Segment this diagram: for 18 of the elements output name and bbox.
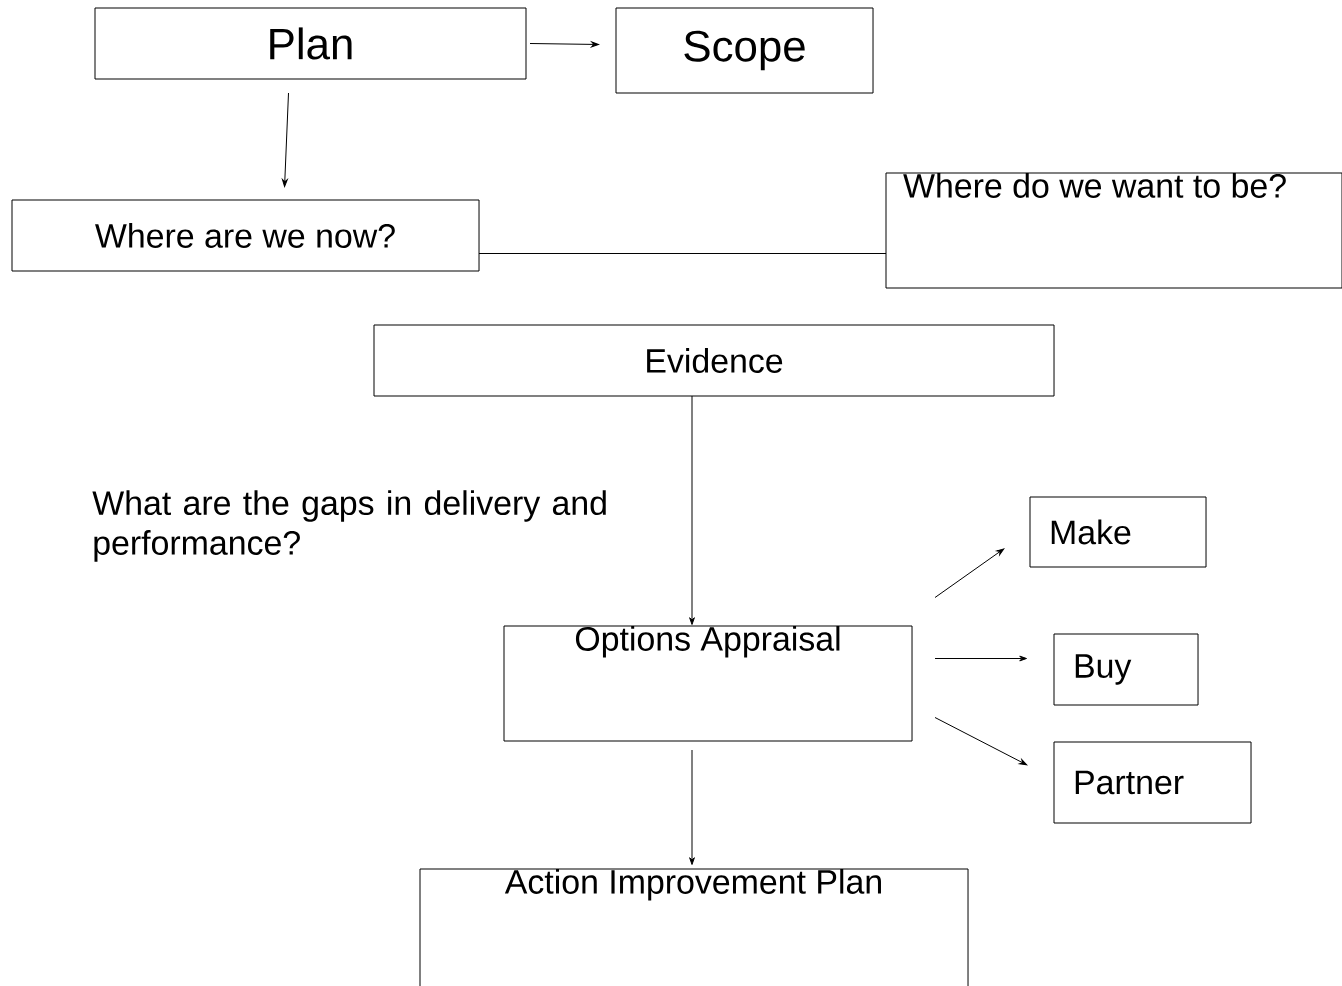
process-box: Buy [1053, 633, 1199, 706]
process-box: Action Improvement Plan [419, 868, 969, 986]
process-box: Options Appraisal [503, 625, 913, 742]
process-box: Partner [1053, 741, 1252, 824]
process-box: Evidence [373, 324, 1055, 397]
process-box: Plan [94, 7, 527, 80]
arrow [934, 717, 1028, 766]
arrow [281, 92, 289, 187]
arrow [689, 749, 695, 865]
arrow [934, 548, 1005, 598]
note-text: What are the gaps in delivery and performance? [92, 490, 606, 562]
process-box: Where do we want to be? [885, 172, 1342, 289]
process-box: Scope [615, 7, 874, 94]
arrow [934, 655, 1027, 662]
process-box: Make [1029, 496, 1207, 568]
arrow [689, 395, 695, 625]
process-box: Where are we now? [11, 199, 480, 272]
arrow [529, 41, 599, 48]
